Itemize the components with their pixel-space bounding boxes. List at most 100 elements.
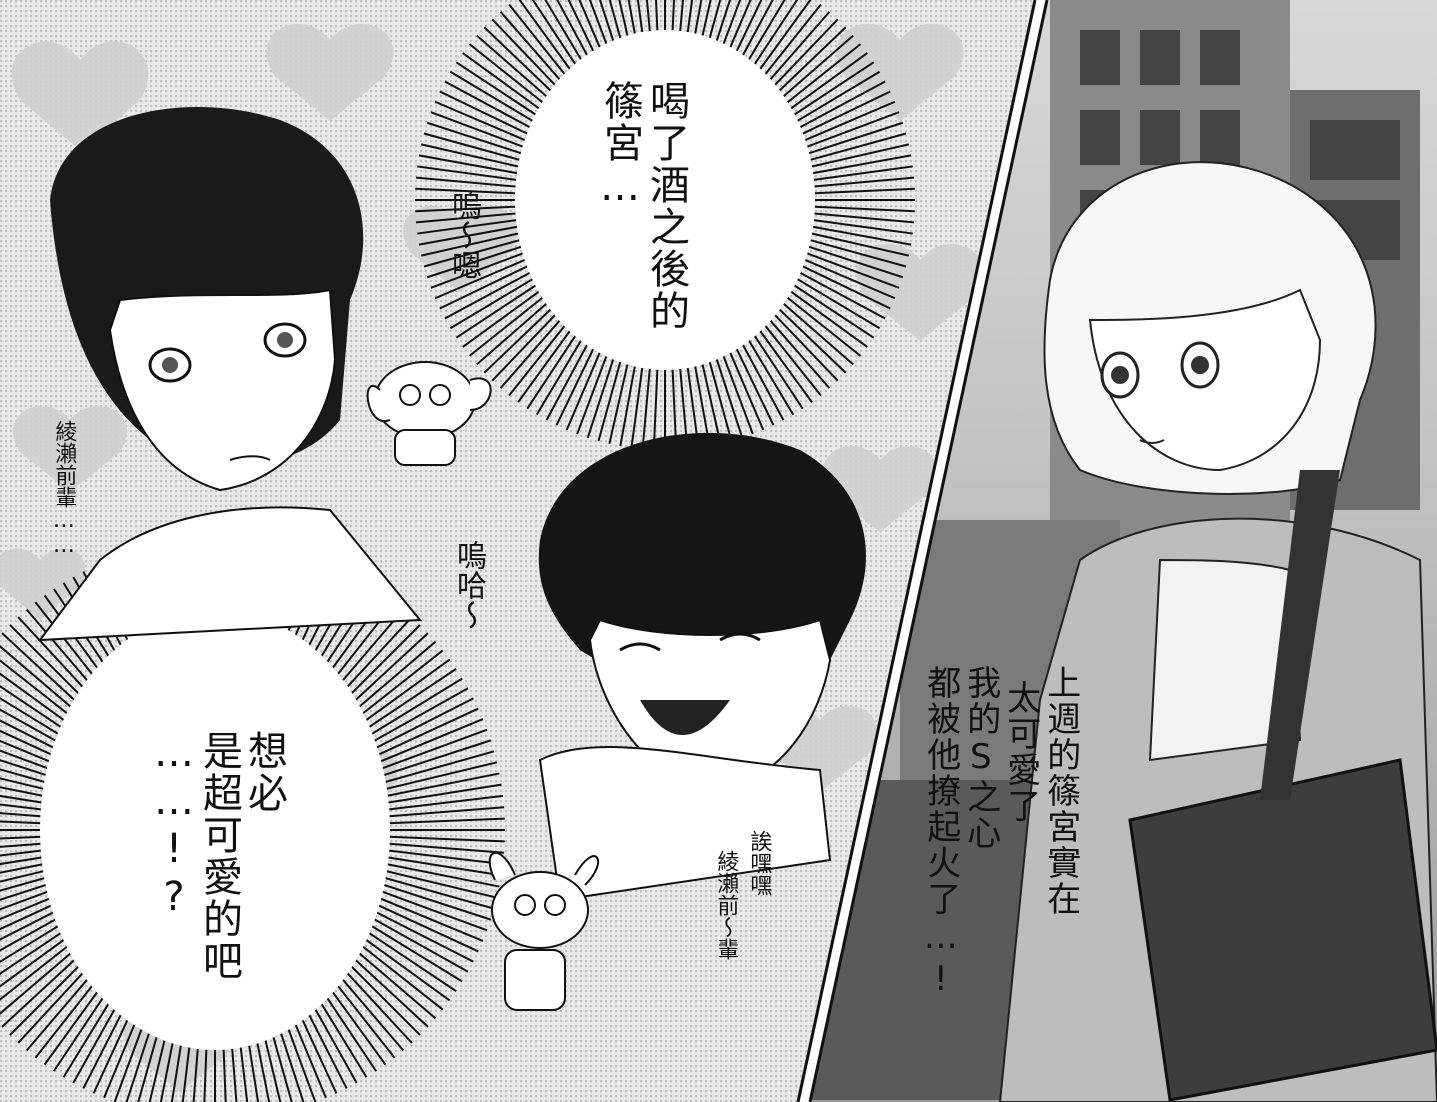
burst-ray [0,677,71,743]
burst-ray [362,687,469,748]
burst-ray [418,225,518,246]
burst-ray [0,912,68,973]
burst-ray [444,80,534,130]
burst-top-line-2: 篠宮… [597,80,643,212]
burst-ray [347,649,444,726]
burst-ray [0,868,50,899]
burst-ray [508,316,573,397]
burst-bottom-line-1: 想必 [241,730,287,814]
burst-ray [476,297,553,366]
burst-ray [0,881,54,921]
burst-ray [0,728,56,773]
burst-ray [384,806,505,818]
character-left-top [37,106,423,642]
burst-ray [0,783,48,805]
burst-ray [746,324,804,410]
burst-ray [0,649,83,726]
burst-ray [355,923,457,992]
burst-ray [741,0,795,72]
dog-sfx-2: 綾瀨前〜輩 [713,850,739,960]
burst-ray [0,761,50,792]
burst-ray [415,212,516,224]
burst-ray [812,225,912,246]
narration-line-1: 上週的篠宮實在 [1040,665,1081,917]
burst-ray [0,917,71,983]
burst-ray [382,783,502,805]
burst-ray [814,176,915,188]
burst-ray [371,718,484,766]
burst-ray [462,52,545,113]
burst-ray [0,923,75,992]
burst-ray [491,307,563,382]
character-woman [998,161,1437,1102]
burst-ray [439,90,531,136]
burst-ray [0,862,49,888]
burst-ray [423,238,521,268]
burst-ray [741,328,795,416]
burst-ray [426,245,523,279]
burst-ray [351,658,451,731]
burst-ray [499,11,568,88]
puppy-icon [488,852,600,1011]
burst-text-top-2: 篠宮… [596,80,644,212]
ayase-senpai-small: 綾瀨前輩…… [51,420,77,558]
burst-ray [526,324,584,410]
burst-ray [417,219,517,235]
burst-ray [0,707,62,760]
burst-ray [814,212,915,224]
burst-ray [535,328,589,416]
burst-ray [380,868,498,899]
sfx-uha: 嗚哈〜 [451,540,486,630]
burst-ray [555,0,601,66]
burst-ray [455,61,541,119]
burst-ray [371,894,484,942]
burst-ray [0,894,59,942]
burst-ray [812,154,912,175]
burst-ray [476,34,553,103]
burst-ray [746,0,804,76]
burst-ray [0,906,64,963]
burst-ray [0,739,54,779]
burst-ray [723,337,765,431]
narration-line-2: 太可愛了 [1000,680,1041,824]
burst-ray [468,292,549,357]
burst-ray [0,658,79,731]
burst-top-line-1: 喝了酒之後的 [643,80,689,332]
burst-ray [418,154,518,175]
burst-ray [376,881,492,921]
burst-ray [508,3,573,84]
burst-ray [0,750,52,785]
narration-line-4: 都被他撩起火了…! [920,665,961,1001]
burst-ray [415,176,516,188]
burst-ray [802,100,896,142]
burst-ray [449,276,537,330]
burst-ray [355,668,457,737]
burst-ray [0,835,46,843]
burst-ray [483,302,558,374]
burst-ray [723,0,765,63]
burst-ray [383,794,504,812]
burst-ray [384,835,505,843]
burst-ray [0,842,46,854]
burst-ray [0,855,48,877]
burst-ray [0,848,47,866]
burst-ray [0,875,52,910]
burst-ray [0,887,56,932]
burst-ray [384,817,505,825]
burst-ray [415,187,516,195]
burst-ray [483,26,558,98]
burst-ray [380,761,498,792]
burst-ray [434,100,528,142]
burst-ray [366,906,474,963]
burst-ray [735,0,785,69]
burst-ray [799,90,891,136]
burst-ray [381,772,500,798]
burst-ray [545,0,595,69]
burst-ray [444,270,534,320]
burst-ray [359,677,463,743]
burst-ray [455,281,541,339]
burst-ray [430,251,525,289]
burst-ray [415,205,516,213]
burst-ray [417,165,517,181]
